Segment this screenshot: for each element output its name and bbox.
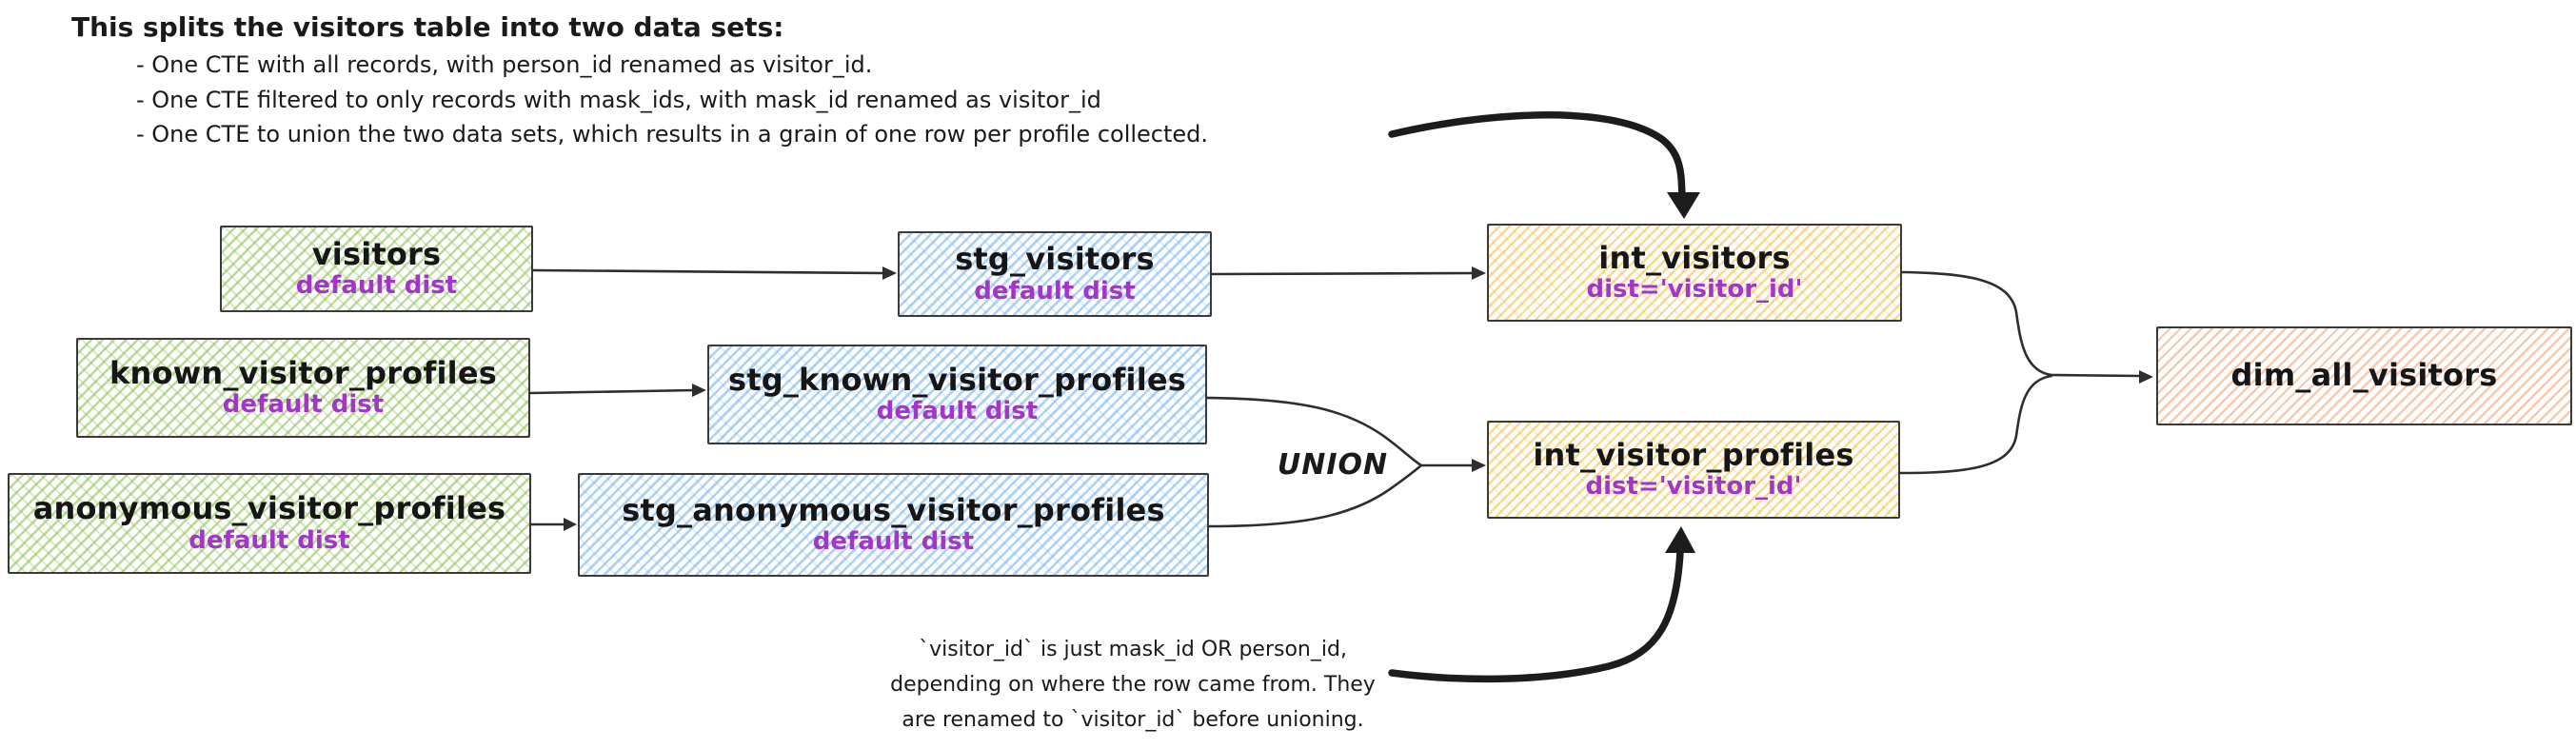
node-stg-anonymous-visitor-profiles: stg_anonymous_visitor_profiles default d… [578,473,1209,577]
node-distribution: default dist [812,527,975,557]
top-note-arrow [1388,111,1700,219]
node-anonymous-visitor-profiles: anonymous_visitor_profiles default dist [8,473,531,574]
top-note-bullet: - One CTE with all records, with person_… [136,51,873,78]
top-note-bullet: - One CTE to union the two data sets, wh… [136,121,1209,148]
bottom-note-line: are renamed to `visitor_id` before union… [902,708,1364,732]
node-distribution: default dist [188,525,350,555]
edge-anonymous-to-stg-anonymous [529,518,577,531]
node-title: known_visitor_profiles [109,354,497,391]
node-title: visitors [311,235,442,272]
bottom-note-line: depending on where the row came from. Th… [890,673,1376,697]
node-stg-visitors: stg_visitors default dist [898,231,1212,317]
edge-visitors-to-stg-visitors [531,266,897,280]
node-distribution: default dist [876,397,1039,426]
edge-stg-visitors-to-int-visitors [1210,266,1486,280]
node-title: dim_all_visitors [2230,357,2498,394]
top-note-bullet: - One CTE filtered to only records with … [136,86,1101,113]
node-title: stg_anonymous_visitor_profiles [622,491,1165,528]
node-stg-known-visitor-profiles: stg_known_visitor_profiles default dist [707,345,1207,444]
node-title: stg_visitors [955,241,1155,278]
node-title: int_visitors [1598,239,1791,276]
top-note-bullets: - One CTE with all records, with person_… [136,48,1208,152]
edge-join-to-dim-all-visitors [2050,370,2153,384]
top-note-title: This splits the visitors table into two … [71,11,784,43]
node-int-visitor-profiles: int_visitor_profiles dist='visitor_id' [1487,421,1900,519]
bottom-note-arrow [1388,526,1695,683]
node-title: stg_known_visitor_profiles [727,361,1187,398]
node-distribution: default dist [974,276,1136,306]
node-visitors: visitors default dist [220,226,533,312]
union-label: UNION [1277,448,1389,482]
node-distribution: dist='visitor_id' [1585,472,1802,502]
node-int-visitors: int_visitors dist='visitor_id' [1487,224,1902,322]
edge-int-visitor-profiles-to-join [1898,374,2053,475]
node-title: anonymous_visitor_profiles [32,490,506,527]
bottom-note-line: `visitor_id` is just mask_id OR person_i… [919,638,1347,661]
node-title: int_visitor_profiles [1533,436,1854,473]
node-distribution: dist='visitor_id' [1586,275,1803,305]
node-distribution: default dist [295,271,458,301]
edge-known-to-stg-known [528,384,706,397]
node-distribution: default dist [222,390,385,420]
bottom-note: `visitor_id` is just mask_id OR person_i… [885,632,1380,738]
edge-union-to-int-visitor-profiles [1419,459,1486,472]
node-known-visitor-profiles: known_visitor_profiles default dist [76,338,530,438]
node-dim-all-visitors: dim_all_visitors [2156,326,2572,425]
edge-int-visitors-to-join [1900,270,2053,377]
